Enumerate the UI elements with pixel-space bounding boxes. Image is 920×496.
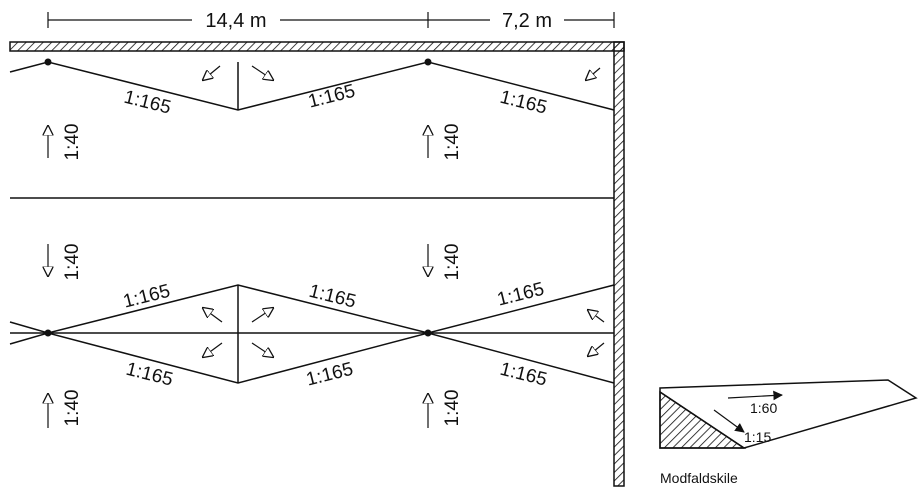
- upper-field-lines: [9, 58, 615, 111]
- fall-label: 1:40: [442, 390, 463, 427]
- top-wall: [9, 41, 625, 52]
- dimension-line: [47, 8, 615, 32]
- wedge-inset: [659, 379, 918, 449]
- wedge-slope-steep: 1:15: [744, 429, 771, 445]
- wedge-caption: Modfaldskile: [660, 470, 738, 486]
- lower-field-lines: [9, 284, 615, 384]
- slope-label: 1:165: [124, 359, 175, 391]
- fall-label: 1:40: [442, 244, 463, 281]
- slope-label: 1:165: [306, 81, 357, 113]
- slope-label: 1:165: [307, 281, 358, 313]
- dimension-label-left: 14,4 m: [205, 10, 266, 32]
- wedge-slope-top: 1:60: [750, 400, 777, 416]
- dimension-label-right: 7,2 m: [502, 10, 552, 32]
- fall-label: 1:40: [62, 244, 83, 281]
- right-wall: [613, 41, 625, 487]
- fall-label: 1:40: [62, 124, 83, 161]
- drain-arrows: [203, 65, 605, 357]
- slope-label: 1:165: [495, 279, 546, 311]
- fall-label: 1:40: [442, 124, 463, 161]
- fall-label: 1:40: [62, 390, 83, 427]
- fall-arrows: [48, 126, 428, 428]
